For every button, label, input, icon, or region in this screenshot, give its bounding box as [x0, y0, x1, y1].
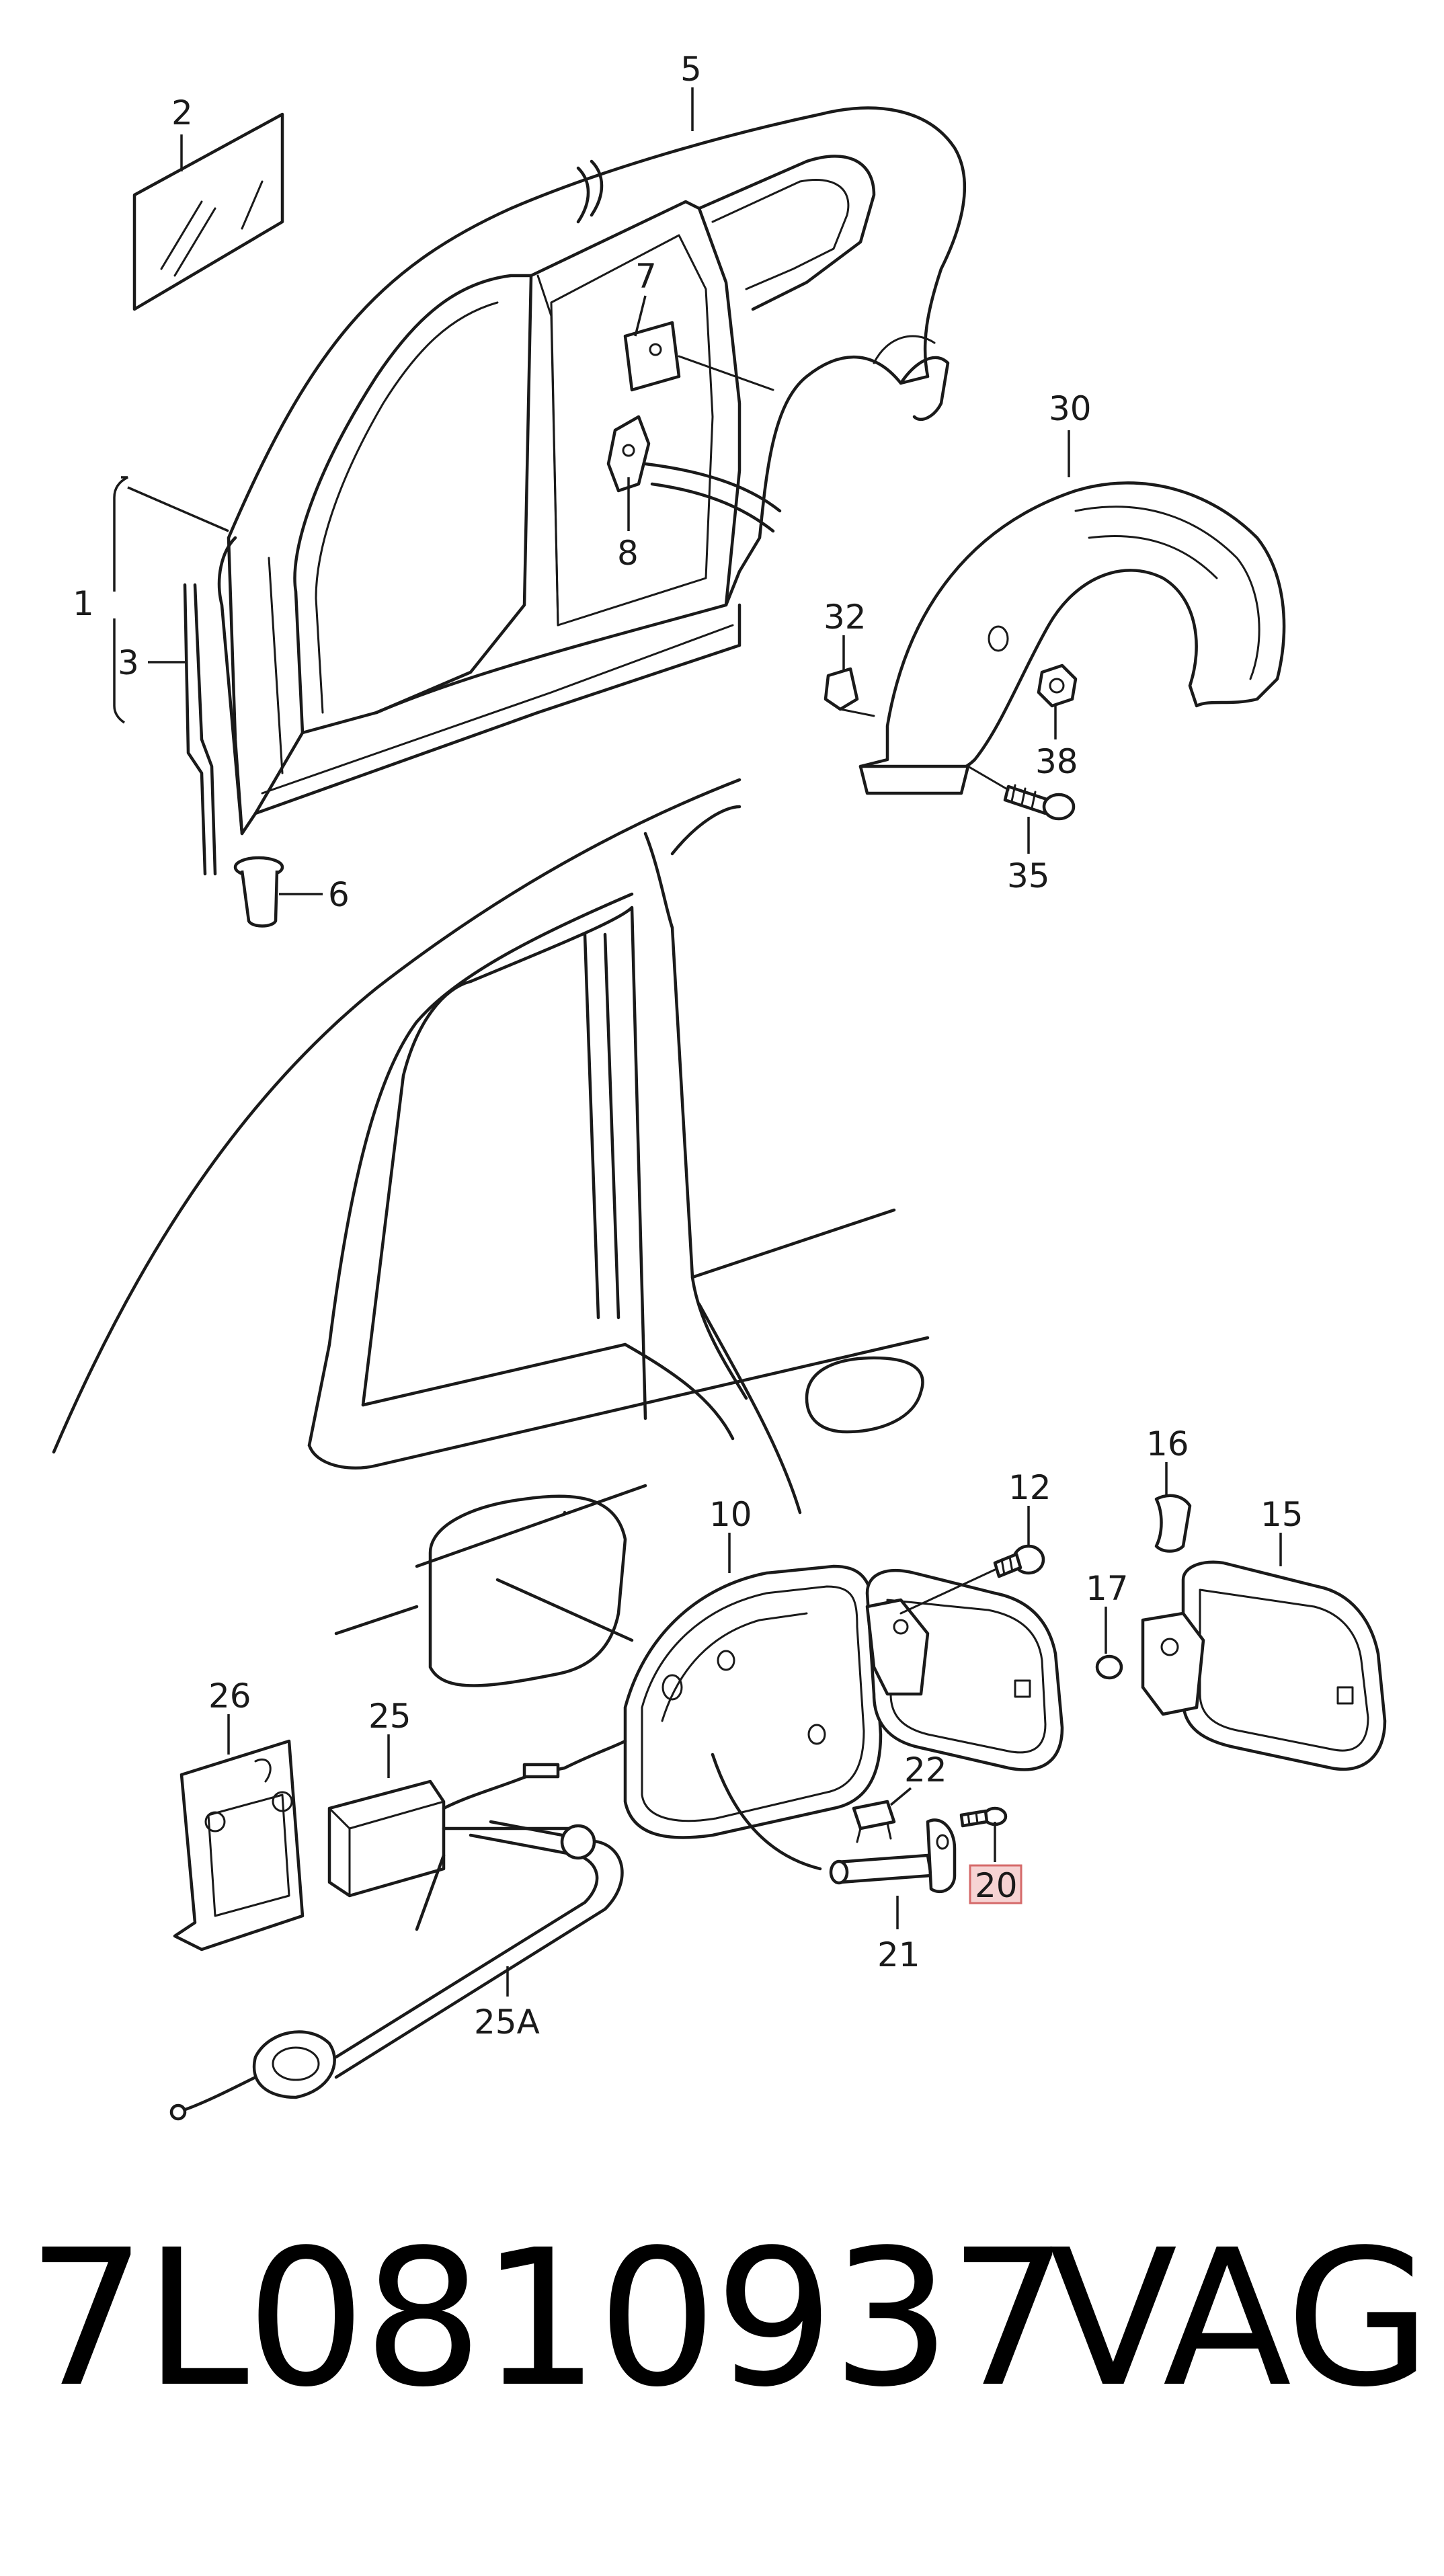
callout-6: 6	[328, 875, 350, 914]
brand-name: VAG	[1049, 2210, 1431, 2429]
callout-25: 25	[368, 1697, 411, 1736]
callout-2: 2	[171, 93, 193, 132]
release-actuator	[327, 1739, 627, 1898]
callout-10: 10	[709, 1495, 752, 1534]
release-cable	[169, 1820, 624, 2121]
callout-5: 5	[680, 50, 702, 89]
screw-12	[899, 1544, 1045, 1615]
grommet	[233, 856, 284, 928]
fuel-filler-housing	[623, 1564, 883, 1871]
callout-8: 8	[617, 534, 639, 573]
callout-7: 7	[635, 257, 657, 296]
clip	[824, 667, 875, 717]
side-strip	[183, 583, 217, 876]
callout-20: 20	[975, 1866, 1018, 1905]
callout-16: 16	[1146, 1424, 1189, 1463]
seal-16	[1154, 1494, 1192, 1553]
callout-22: 22	[904, 1750, 947, 1789]
window-glass	[132, 112, 284, 311]
callout-26: 26	[208, 1677, 251, 1716]
callout-15: 15	[1260, 1495, 1303, 1534]
callout-labels: 1 2 3 5 6 7 8 10 12 15 16 17 20 21 22 25…	[73, 50, 1303, 2042]
mounting-bracket	[173, 1739, 305, 1951]
leader-lines	[113, 87, 1282, 1997]
callout-30: 30	[1049, 389, 1092, 428]
highlight-box	[969, 1864, 1022, 1904]
callout-35: 35	[1007, 856, 1050, 895]
vehicle-body-outline	[52, 778, 930, 1687]
screw-20	[959, 1806, 1008, 1828]
callout-32: 32	[824, 598, 867, 637]
screw	[967, 765, 1076, 821]
fuel-flap-cover	[1141, 1560, 1387, 1771]
callout-1: 1	[73, 584, 94, 623]
bump-stop-17	[1095, 1654, 1123, 1680]
callout-25a: 25A	[474, 2003, 540, 2042]
part-number: 7L0810937	[27, 2210, 1068, 2429]
nut	[1037, 663, 1078, 708]
locking-pin	[829, 1818, 957, 1894]
fuel-flap	[865, 1569, 1064, 1771]
callout-21: 21	[877, 1935, 920, 1974]
side-panel-assembly	[217, 106, 967, 836]
callout-3: 3	[118, 643, 139, 682]
clip-22	[852, 1800, 896, 1843]
wheel-housing-liner	[858, 481, 1286, 795]
callout-17: 17	[1086, 1569, 1129, 1608]
callout-12: 12	[1008, 1468, 1051, 1507]
callout-38: 38	[1035, 742, 1078, 781]
